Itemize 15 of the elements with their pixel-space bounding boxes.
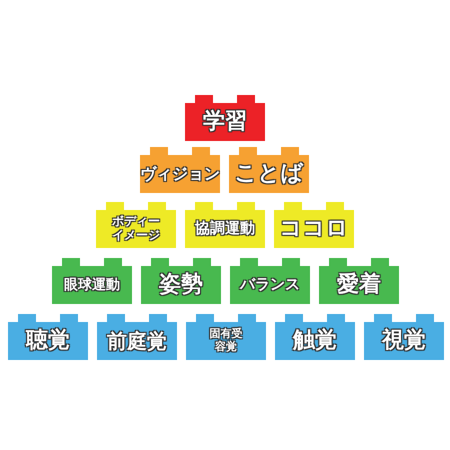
brick-label: ことば — [234, 161, 304, 187]
brick-label: 触覚 — [293, 328, 337, 354]
brick-label: 学習 — [203, 109, 247, 135]
brick-label: ココロ — [280, 216, 348, 242]
brick-label: 愛着 — [337, 272, 381, 298]
brick-label: 眼球運動 — [64, 276, 120, 294]
brick-label: 姿勢 — [159, 272, 203, 298]
brick-label: バランス — [240, 276, 300, 294]
brick-label: 視覚 — [382, 328, 426, 354]
brick-label: 前庭覚 — [107, 330, 167, 352]
brick-label: 固有受容覚 — [208, 328, 244, 354]
brick-label: ヴィジョン — [140, 164, 220, 184]
brick-label: 協調運動 — [195, 220, 255, 238]
brick-label: ボディーイメージ — [110, 215, 161, 243]
brick-label: 聴覚 — [26, 328, 70, 354]
